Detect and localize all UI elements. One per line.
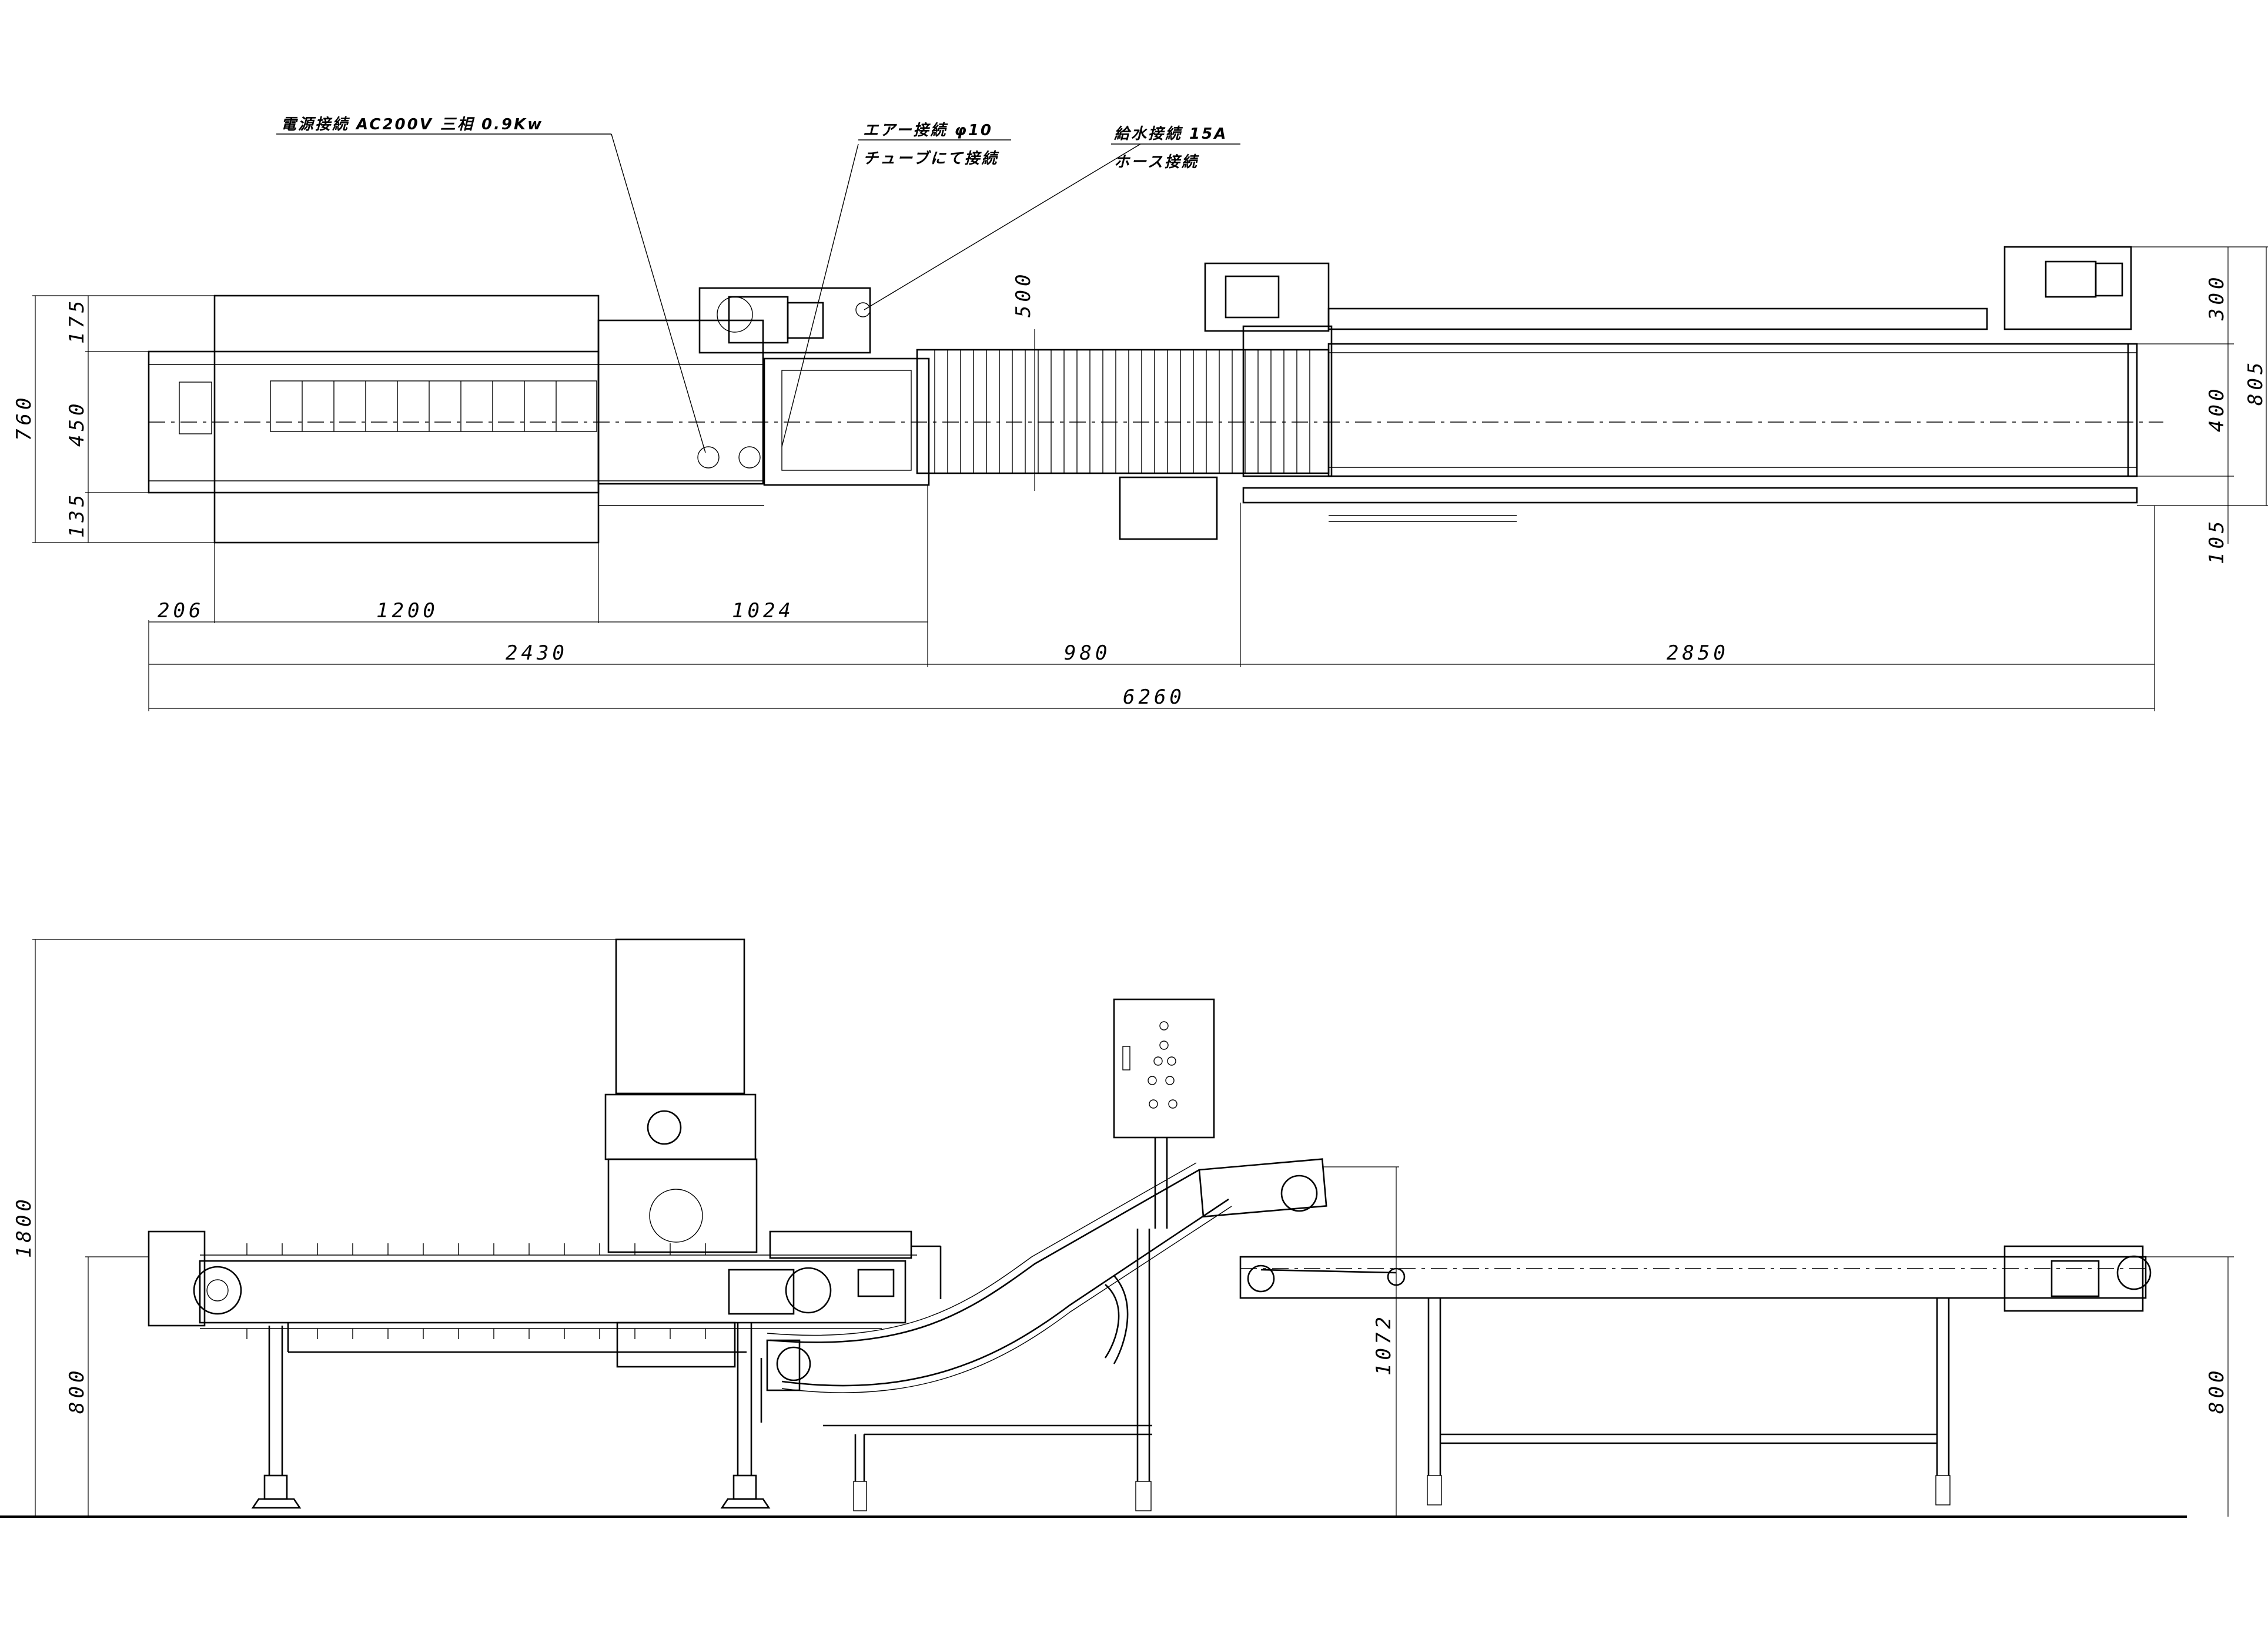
dim-800-right: 800 (2205, 1367, 2229, 1414)
dim-450: 450 (65, 400, 89, 447)
air-note-line2: チューブにて接続 (863, 150, 999, 168)
dim-2850: 2850 (1667, 641, 1729, 665)
dim-800-left: 800 (65, 1367, 89, 1414)
dim-1072: 1072 (1372, 1313, 1396, 1376)
flights-top (246, 1243, 706, 1339)
dim-2430: 2430 (506, 641, 568, 665)
dim-500: 500 (1012, 271, 1035, 317)
dim-400: 400 (2205, 386, 2229, 432)
dim-135: 135 (65, 491, 89, 538)
slat-grid (270, 380, 597, 432)
dim-206: 206 (158, 599, 204, 623)
dim-175: 175 (65, 297, 89, 344)
air-note-line1: エアー接続 φ10 (863, 122, 993, 139)
dim-805: 805 (2244, 359, 2267, 406)
dim-105: 105 (2205, 518, 2229, 564)
dim-6260: 6260 (1123, 685, 1185, 709)
elevation-dimensions (32, 939, 2234, 1517)
dim-980: 980 (1064, 641, 1110, 665)
dim-1800: 1800 (12, 1196, 36, 1258)
plan-vertical-dimensions (32, 246, 2268, 544)
water-note-line2: ホース接続 (1114, 153, 1200, 171)
elevation-view (0, 938, 2187, 1518)
plan-view (148, 133, 2163, 544)
dim-1200: 1200 (376, 599, 439, 623)
water-note-line1: 給水接続 15A (1113, 125, 1227, 143)
dim-300: 300 (2205, 274, 2229, 321)
incline-ribs (934, 350, 1310, 473)
power-note: 電源接続 AC200V 三相 0.9Kw (281, 116, 543, 133)
plan-horizontal-dimensions (148, 485, 2155, 711)
dim-760: 760 (12, 394, 36, 441)
dim-1024: 1024 (732, 599, 794, 623)
